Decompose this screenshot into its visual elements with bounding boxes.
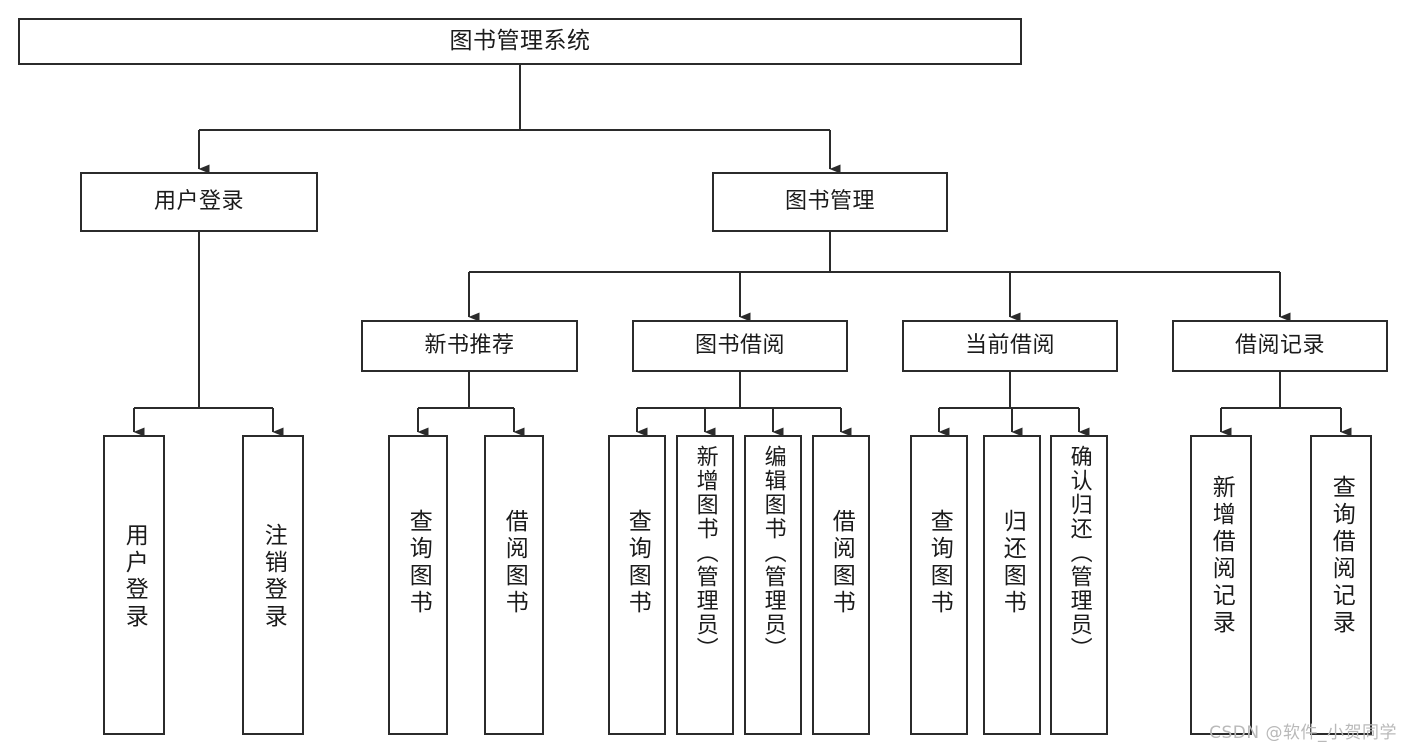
node-book-manage[interactable]: 图书管理	[712, 172, 948, 232]
node-new-book-rec[interactable]: 新书推荐	[361, 320, 578, 372]
leaf-query-record-label: 查询借阅记录	[1328, 475, 1355, 637]
leaf-query-record[interactable]: 查询借阅记录	[1310, 435, 1372, 735]
node-current-borrow[interactable]: 当前借阅	[902, 320, 1118, 372]
node-book-manage-label: 图书管理	[784, 189, 875, 215]
leaf-user-login[interactable]: 用户登录	[103, 435, 165, 735]
leaf-query-book-2[interactable]: 查询图书	[608, 435, 666, 735]
node-new-book-rec-label: 新书推荐	[424, 333, 515, 359]
leaf-logout[interactable]: 注销登录	[242, 435, 304, 735]
leaf-query-book-2-label: 查询图书	[624, 509, 651, 617]
node-root[interactable]: 图书管理系统	[18, 18, 1022, 65]
leaf-edit-book-label: 编辑图书（管理员）	[760, 445, 786, 661]
leaf-edit-book[interactable]: 编辑图书（管理员）	[744, 435, 802, 735]
leaf-add-book-label: 新增图书（管理员）	[692, 445, 718, 661]
leaf-return-book-label: 归还图书	[999, 509, 1026, 617]
watermark: CSDN @软件_小贺同学	[1209, 723, 1397, 743]
leaf-logout-label: 注销登录	[260, 523, 287, 631]
leaf-return-book[interactable]: 归还图书	[983, 435, 1041, 735]
leaf-borrow-book-2-label: 借阅图书	[828, 509, 855, 617]
leaf-confirm-return-label: 确认归还（管理员）	[1066, 445, 1092, 661]
leaf-query-book-3[interactable]: 查询图书	[910, 435, 968, 735]
leaf-user-login-label: 用户登录	[121, 523, 148, 631]
leaf-borrow-book-1[interactable]: 借阅图书	[484, 435, 544, 735]
node-root-label: 图书管理系统	[449, 27, 591, 54]
leaf-borrow-book-1-label: 借阅图书	[501, 509, 528, 617]
leaf-query-book-1[interactable]: 查询图书	[388, 435, 448, 735]
node-book-borrow[interactable]: 图书借阅	[632, 320, 848, 372]
leaf-add-record-label: 新增借阅记录	[1208, 475, 1235, 637]
node-borrow-record-label: 借阅记录	[1234, 333, 1325, 359]
node-user-login-label: 用户登录	[153, 189, 244, 215]
node-book-borrow-label: 图书借阅	[694, 333, 785, 359]
node-current-borrow-label: 当前借阅	[964, 333, 1055, 359]
node-borrow-record[interactable]: 借阅记录	[1172, 320, 1388, 372]
leaf-query-book-3-label: 查询图书	[926, 509, 953, 617]
leaf-add-record[interactable]: 新增借阅记录	[1190, 435, 1252, 735]
leaf-borrow-book-2[interactable]: 借阅图书	[812, 435, 870, 735]
node-user-login[interactable]: 用户登录	[80, 172, 318, 232]
leaf-add-book[interactable]: 新增图书（管理员）	[676, 435, 734, 735]
leaf-query-book-1-label: 查询图书	[405, 509, 432, 617]
leaf-confirm-return[interactable]: 确认归还（管理员）	[1050, 435, 1108, 735]
